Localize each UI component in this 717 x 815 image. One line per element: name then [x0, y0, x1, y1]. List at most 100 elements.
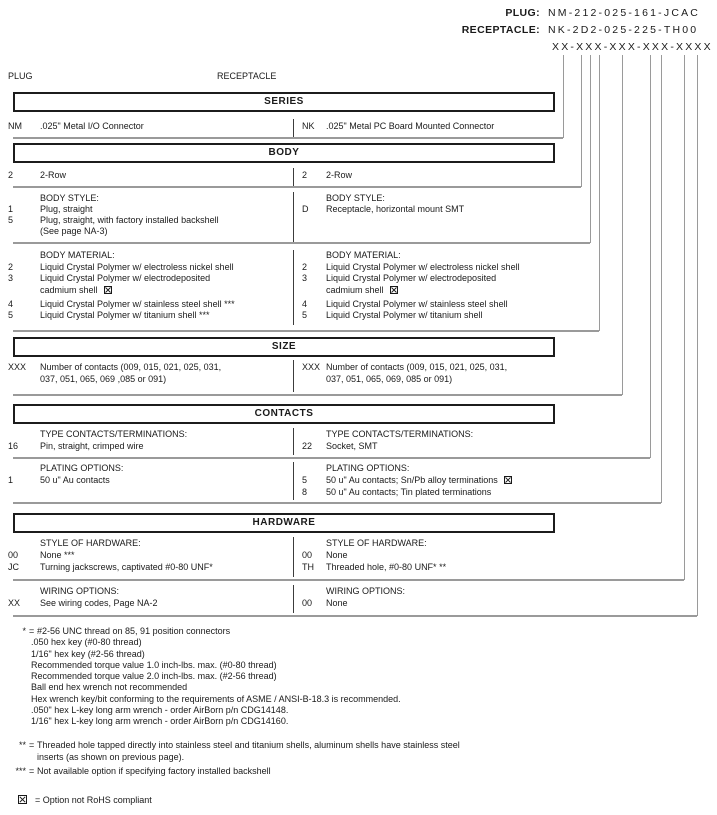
section-header-hardware: HARDWARE	[13, 513, 555, 533]
series-right-desc: .025" Metal PC Board Mounted Connector	[326, 121, 495, 131]
body-style-heading-left: BODY STYLE:	[40, 193, 99, 203]
series-right-code: NK	[302, 121, 315, 131]
option-desc: Liquid Crystal Polymer w/ stainless stee…	[40, 299, 235, 309]
not-rohs-icon	[503, 476, 512, 484]
section-divider-wiring	[13, 615, 697, 617]
column-separator	[293, 537, 294, 577]
column-separator	[293, 585, 294, 613]
option-desc: Liquid Crystal Polymer w/ electroless ni…	[326, 262, 520, 272]
option-desc: Plug, straight, with factory installed b…	[40, 215, 219, 225]
contact-type-heading-right: TYPE CONTACTS/TERMINATIONS:	[326, 429, 474, 439]
option-desc: 50 u" Au contacts; Tin plated terminatio…	[326, 487, 492, 497]
section-title: HARDWARE	[252, 517, 316, 528]
wiring-heading-right: WIRING OPTIONS:	[326, 586, 406, 596]
footnote-text: Ball end hex wrench not recommended	[31, 682, 188, 692]
footnote-text: Recommended torque value 1.0 inch-lbs. m…	[31, 660, 277, 670]
pn-connector-line-wiring	[697, 55, 698, 616]
not-rohs-icon	[18, 795, 27, 804]
pn-connector-line-body-style	[590, 55, 591, 243]
section-title: CONTACTS	[254, 408, 314, 419]
footnote-text: Recommended torque value 2.0 inch-lbs. m…	[31, 671, 277, 681]
option-desc: (See page NA-3)	[40, 226, 108, 236]
body-material-heading-right: BODY MATERIAL:	[326, 250, 401, 260]
option-code: XXX	[302, 362, 321, 372]
column-header-plug: PLUG	[8, 71, 33, 81]
column-separator	[293, 462, 294, 500]
option-code: 8	[302, 487, 308, 497]
option-code: 3	[302, 273, 308, 283]
option-code: TH	[302, 562, 314, 572]
pn-connector-line-plating	[661, 55, 662, 503]
footnote-text: .050 hex key (#0-80 thread)	[31, 637, 142, 647]
body-row-left-desc: 2-Row	[40, 170, 67, 180]
option-desc: Threaded hole, #0-80 UNF* **	[326, 562, 447, 572]
section-title: SERIES	[264, 96, 304, 107]
section-divider-size	[13, 394, 622, 396]
pn-connector-line-hw-style	[684, 55, 685, 580]
rohs-legend: = Option not RoHS compliant	[18, 795, 152, 806]
option-code: XXX	[8, 362, 27, 372]
footnote-eq: =	[29, 626, 35, 636]
section-divider-series	[13, 137, 563, 139]
rohs-legend-text: = Option not RoHS compliant	[35, 795, 152, 805]
section-divider-plating	[13, 502, 661, 504]
body-row-right-code: 2	[302, 170, 308, 180]
section-divider-hw-style	[13, 579, 684, 581]
option-desc: None	[326, 598, 348, 608]
option-desc: Liquid Crystal Polymer w/ electrodeposit…	[40, 273, 211, 283]
section-header-contacts: CONTACTS	[13, 404, 555, 424]
option-code: JC	[8, 562, 19, 572]
hw-style-heading-right: STYLE OF HARDWARE:	[326, 538, 427, 548]
pn-connector-line-contact-type	[650, 55, 651, 458]
footnote-marker: *	[22, 626, 26, 636]
wiring-heading-left: WIRING OPTIONS:	[40, 586, 120, 596]
option-desc: Pin, straight, crimped wire	[40, 441, 144, 451]
option-desc: Number of contacts (009, 015, 021, 025, …	[326, 362, 508, 372]
body-style-heading-right: BODY STYLE:	[326, 193, 385, 203]
option-code: D	[302, 204, 309, 214]
plug-pn-label: PLUG:	[505, 7, 540, 19]
series-left-desc: .025" Metal I/O Connector	[40, 121, 144, 131]
option-desc: Liquid Crystal Polymer w/ stainless stee…	[326, 299, 508, 309]
footnote-text: 1/16" hex key (#2-56 thread)	[31, 649, 145, 659]
option-desc: cadmium shell	[40, 285, 112, 296]
section-title: SIZE	[271, 341, 297, 352]
section-divider-contact-type	[13, 457, 650, 459]
footnote-text: inserts (as shown on previous page).	[37, 752, 185, 762]
pn-connector-line-size	[622, 55, 623, 395]
option-code: 16	[8, 441, 19, 451]
series-left-code: NM	[8, 121, 22, 131]
option-desc: Liquid Crystal Polymer w/ titanium shell…	[40, 310, 210, 320]
column-separator	[293, 192, 294, 243]
option-desc: 50 u" Au contacts	[40, 475, 110, 485]
option-code: 2	[302, 262, 308, 272]
body-row-left-code: 2	[8, 170, 14, 180]
footnote-text: .050" hex L-key long arm wrench - order …	[31, 705, 289, 715]
column-separator	[293, 360, 294, 392]
receptacle-pn-label: RECEPTACLE:	[461, 24, 540, 36]
option-code: 00	[302, 598, 313, 608]
option-code: 5	[302, 310, 308, 320]
plating-heading-left: PLATING OPTIONS:	[40, 463, 124, 473]
option-code: 1	[8, 204, 14, 214]
plating-heading-right: PLATING OPTIONS:	[326, 463, 410, 473]
footnote-marker: ***	[15, 766, 26, 776]
footnote-text: Not available option if specifying facto…	[37, 766, 271, 776]
option-code: 5	[8, 310, 14, 320]
part-number-mask: XX-XXX-XXX-XXX-XXXX	[552, 41, 713, 53]
option-desc: 50 u" Au contacts; Sn/Pb alloy terminati…	[326, 475, 512, 486]
option-desc: Socket, SMT	[326, 441, 378, 451]
option-desc: Liquid Crystal Polymer w/ electroless ni…	[40, 262, 234, 272]
section-divider-body-row	[13, 186, 581, 188]
section-title: BODY	[268, 147, 300, 158]
contact-type-heading-left: TYPE CONTACTS/TERMINATIONS:	[40, 429, 188, 439]
not-rohs-icon	[389, 286, 398, 294]
option-code: 00	[302, 550, 313, 560]
section-header-size: SIZE	[13, 337, 555, 357]
option-desc: 037, 051, 065, 069, 085 or 091)	[326, 374, 453, 384]
body-material-heading-left: BODY MATERIAL:	[40, 250, 115, 260]
option-desc: None ***	[40, 550, 75, 560]
pn-connector-line-body-row	[581, 55, 582, 187]
option-code: 5	[302, 475, 308, 485]
